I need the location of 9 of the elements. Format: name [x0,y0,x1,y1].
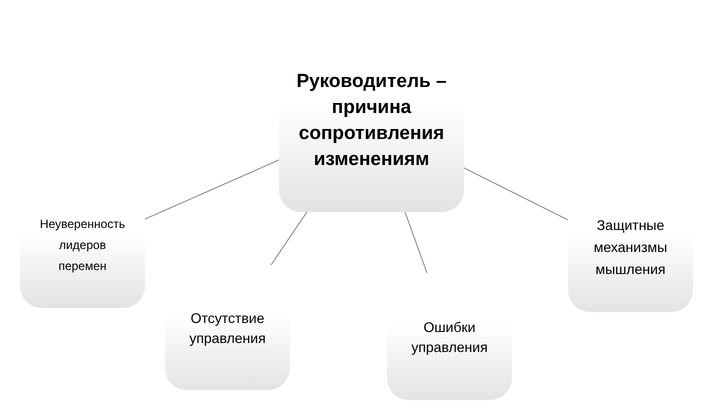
node-label: Ошибки управления [410,318,489,356]
connector-line [144,159,280,220]
node-label: Защитные механизмы мышления [592,216,668,279]
connector-line [464,167,568,220]
node-label: Неуверенность лидеров перемен [38,216,126,274]
node-label: Отсутствие управления [188,308,267,348]
connector-line [404,212,428,274]
connector-line [270,212,308,266]
node-label: Руководитель – причина сопротивления изменениям [295,70,448,172]
